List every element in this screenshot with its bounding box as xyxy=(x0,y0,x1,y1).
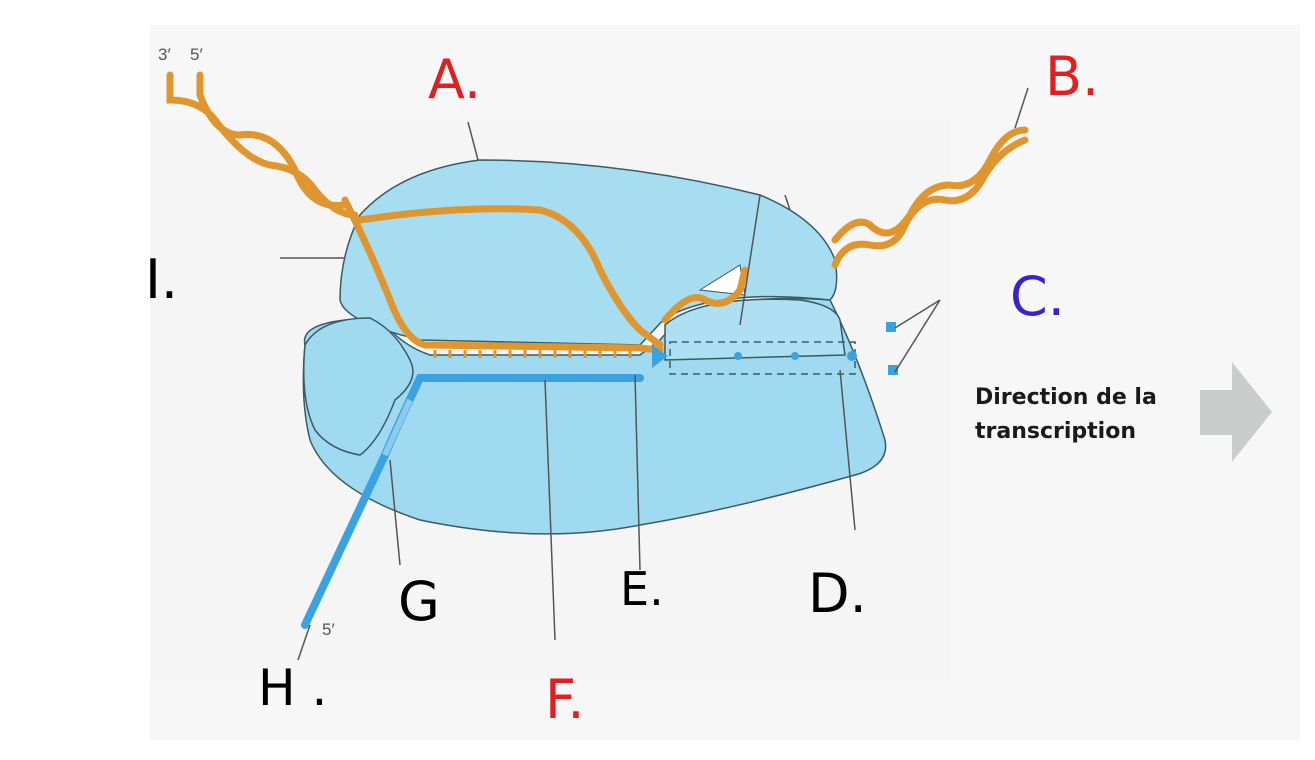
rna-polymerase-front-lobe xyxy=(664,298,846,361)
hybrid-base-pairs xyxy=(433,350,632,358)
rna-transcript-tail xyxy=(382,398,413,457)
strand-end-5prime: 5′ xyxy=(190,45,203,64)
label-d: D. xyxy=(808,562,867,625)
dna-helix-upstream-b xyxy=(196,71,349,210)
rna-end-5prime: 5′ xyxy=(322,620,335,639)
dna-template-strand xyxy=(356,205,664,349)
dna-helix-downstream-c xyxy=(831,126,1029,244)
label-b: B. xyxy=(1045,45,1099,108)
direction-arrow xyxy=(1200,362,1272,462)
dna-coding-strand xyxy=(341,196,664,354)
incoming-nucleotides xyxy=(734,322,898,375)
leader-lines xyxy=(280,87,1029,661)
caption-line-2: transcription xyxy=(975,419,1136,444)
caption-line-1: Direction de la xyxy=(975,385,1157,410)
active-site xyxy=(652,345,668,368)
label-e: E. xyxy=(620,562,664,616)
strand-end-3prime: 3′ xyxy=(158,45,171,64)
label-h: H . xyxy=(258,659,327,717)
dna-helix-downstream-a xyxy=(661,266,749,324)
label-i: I. xyxy=(145,248,178,311)
label-c: C. xyxy=(1010,265,1065,328)
label-g: G xyxy=(398,570,440,633)
label-a: A. xyxy=(428,48,481,111)
label-f: F. xyxy=(545,668,585,731)
rna-polymerase-left-lobe xyxy=(303,317,414,456)
